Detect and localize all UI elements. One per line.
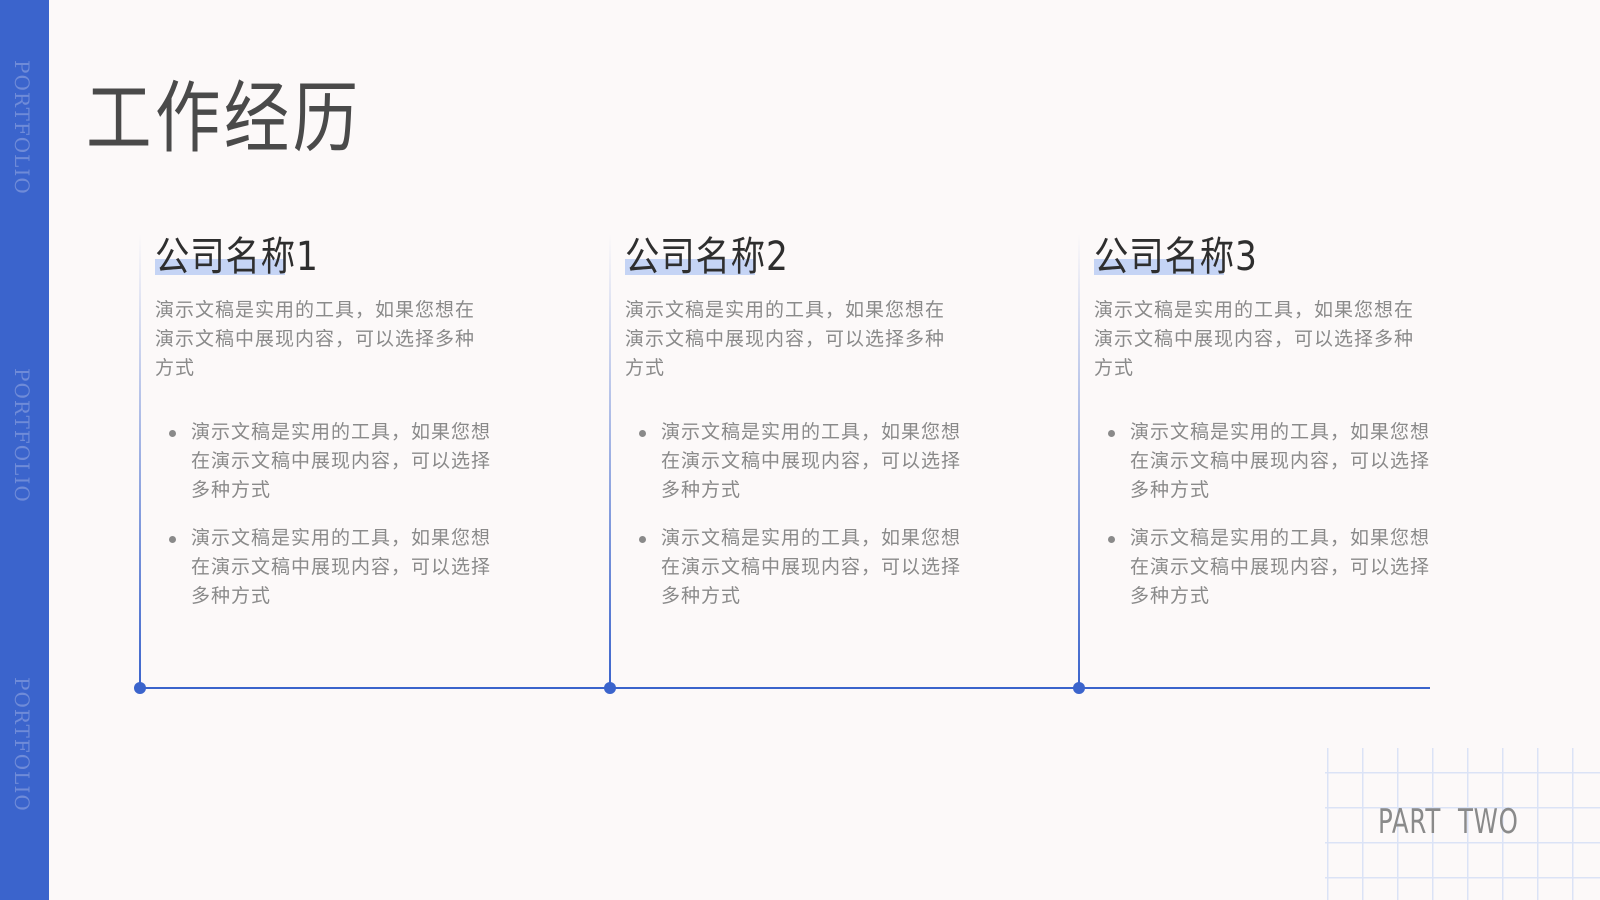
timeline-node-dot: [134, 682, 146, 694]
bullet-text: 演示文稿是实用的工具，如果您想在演示文稿中展现内容，可以选择多种方式: [661, 421, 962, 501]
company-heading: 公司名称3: [1094, 234, 1284, 280]
company-name: 公司名称1: [155, 234, 319, 280]
timeline-baseline: [140, 687, 1430, 689]
bullet-text: 演示文稿是实用的工具，如果您想在演示文稿中展现内容，可以选择多种方式: [1130, 421, 1431, 501]
bullet-dot-icon: [1108, 536, 1115, 543]
bullet-list: 演示文稿是实用的工具，如果您想在演示文稿中展现内容，可以选择多种方式 演示文稿是…: [1108, 418, 1431, 630]
timeline-node-dot: [604, 682, 616, 694]
company-description: 演示文稿是实用的工具，如果您想在演示文稿中展现内容，可以选择多种方式: [625, 299, 946, 379]
bullet-text: 演示文稿是实用的工具，如果您想在演示文稿中展现内容，可以选择多种方式: [1130, 527, 1431, 607]
company-description: 演示文稿是实用的工具，如果您想在演示文稿中展现内容，可以选择多种方式: [1094, 299, 1415, 379]
sidebar-label-portfolio: PORTFOLIO: [10, 368, 34, 503]
company-heading: 公司名称2: [625, 234, 815, 280]
page-title: 工作经历: [86, 74, 362, 164]
decorative-grid: [1325, 748, 1600, 900]
company-heading: 公司名称1: [155, 234, 345, 280]
bullet-item: 演示文稿是实用的工具，如果您想在演示文稿中展现内容，可以选择多种方式: [639, 418, 962, 505]
bullet-item: 演示文稿是实用的工具，如果您想在演示文稿中展现内容，可以选择多种方式: [1108, 418, 1431, 505]
timeline-vertical-line: [139, 234, 141, 688]
bullet-dot-icon: [639, 430, 646, 437]
bullet-item: 演示文稿是实用的工具，如果您想在演示文稿中展现内容，可以选择多种方式: [639, 524, 962, 611]
bullet-dot-icon: [169, 536, 176, 543]
sidebar: PORTFOLIO PORTFOLIO PORTFOLIO: [0, 0, 49, 900]
timeline-node-dot: [1073, 682, 1085, 694]
bullet-dot-icon: [639, 536, 646, 543]
timeline-entry-2: 公司名称2 演示文稿是实用的工具，如果您想在演示文稿中展现内容，可以选择多种方式…: [609, 234, 1069, 688]
bullet-text: 演示文稿是实用的工具，如果您想在演示文稿中展现内容，可以选择多种方式: [191, 421, 492, 501]
bullet-text: 演示文稿是实用的工具，如果您想在演示文稿中展现内容，可以选择多种方式: [191, 527, 492, 607]
bullet-item: 演示文稿是实用的工具，如果您想在演示文稿中展现内容，可以选择多种方式: [169, 418, 492, 505]
timeline-entry-1: 公司名称1 演示文稿是实用的工具，如果您想在演示文稿中展现内容，可以选择多种方式…: [139, 234, 599, 688]
bullet-dot-icon: [169, 430, 176, 437]
bullet-item: 演示文稿是实用的工具，如果您想在演示文稿中展现内容，可以选择多种方式: [1108, 524, 1431, 611]
sidebar-label-portfolio: PORTFOLIO: [10, 677, 34, 812]
sidebar-label-portfolio: PORTFOLIO: [10, 60, 34, 195]
timeline-vertical-line: [1078, 234, 1080, 688]
bullet-list: 演示文稿是实用的工具，如果您想在演示文稿中展现内容，可以选择多种方式 演示文稿是…: [639, 418, 962, 630]
company-description: 演示文稿是实用的工具，如果您想在演示文稿中展现内容，可以选择多种方式: [155, 299, 476, 379]
company-name: 公司名称2: [625, 234, 789, 280]
timeline-entry-3: 公司名称3 演示文稿是实用的工具，如果您想在演示文稿中展现内容，可以选择多种方式…: [1078, 234, 1538, 688]
bullet-dot-icon: [1108, 430, 1115, 437]
company-name: 公司名称3: [1094, 234, 1258, 280]
company-highlight-bar: [1094, 259, 1224, 275]
company-highlight-bar: [155, 259, 285, 275]
bullet-list: 演示文稿是实用的工具，如果您想在演示文稿中展现内容，可以选择多种方式 演示文稿是…: [169, 418, 492, 630]
bullet-item: 演示文稿是实用的工具，如果您想在演示文稿中展现内容，可以选择多种方式: [169, 524, 492, 611]
company-highlight-bar: [625, 259, 755, 275]
bullet-text: 演示文稿是实用的工具，如果您想在演示文稿中展现内容，可以选择多种方式: [661, 527, 962, 607]
timeline-vertical-line: [609, 234, 611, 688]
part-label: PART TWO: [1378, 802, 1519, 842]
